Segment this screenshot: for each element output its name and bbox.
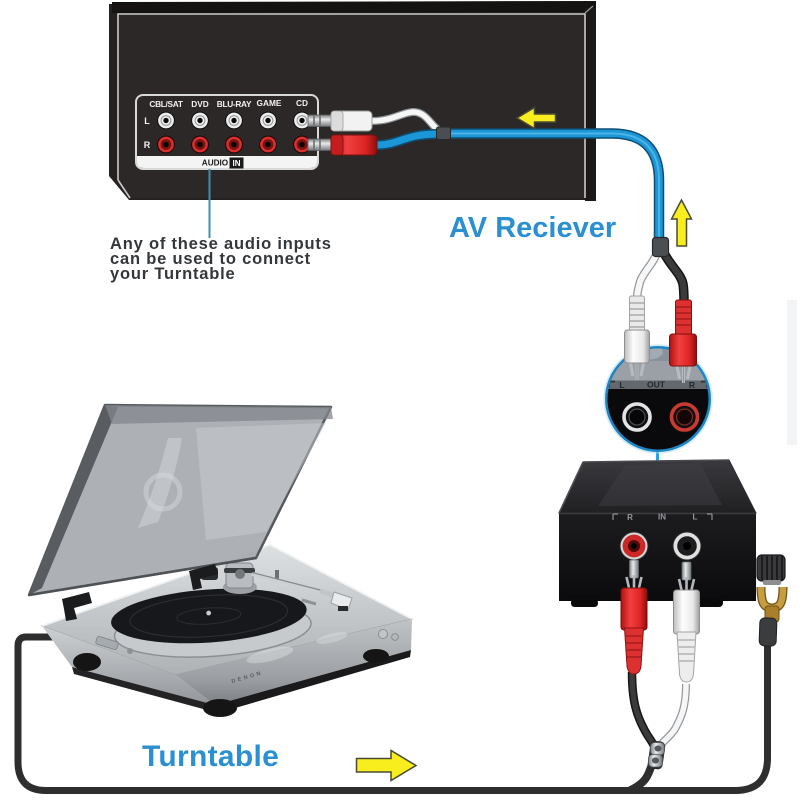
svg-text:AV Reciever: AV Reciever <box>449 212 616 244</box>
svg-text:L: L <box>693 513 698 522</box>
svg-text:R: R <box>627 513 633 522</box>
svg-text:L: L <box>144 116 150 126</box>
svg-text:AUDIO: AUDIO <box>202 159 229 168</box>
svg-text:CBL/SAT: CBL/SAT <box>149 99 182 109</box>
svg-text:Turntable: Turntable <box>142 740 279 773</box>
svg-text:OUT: OUT <box>647 380 666 390</box>
svg-text:can be used to connect: can be used to connect <box>110 250 311 268</box>
svg-text:CD: CD <box>296 98 308 108</box>
svg-text:Any of these audio inputs: Any of these audio inputs <box>110 235 332 253</box>
svg-text:R: R <box>689 380 695 390</box>
svg-text:R: R <box>144 140 151 150</box>
svg-text:L: L <box>619 380 624 390</box>
svg-text:IN: IN <box>233 159 241 168</box>
svg-text:your Turntable: your Turntable <box>110 265 235 283</box>
svg-text:BLU-RAY: BLU-RAY <box>217 99 252 109</box>
svg-text:IN: IN <box>658 513 666 522</box>
svg-text:GAME: GAME <box>257 98 282 108</box>
svg-text:DVD: DVD <box>191 99 209 109</box>
